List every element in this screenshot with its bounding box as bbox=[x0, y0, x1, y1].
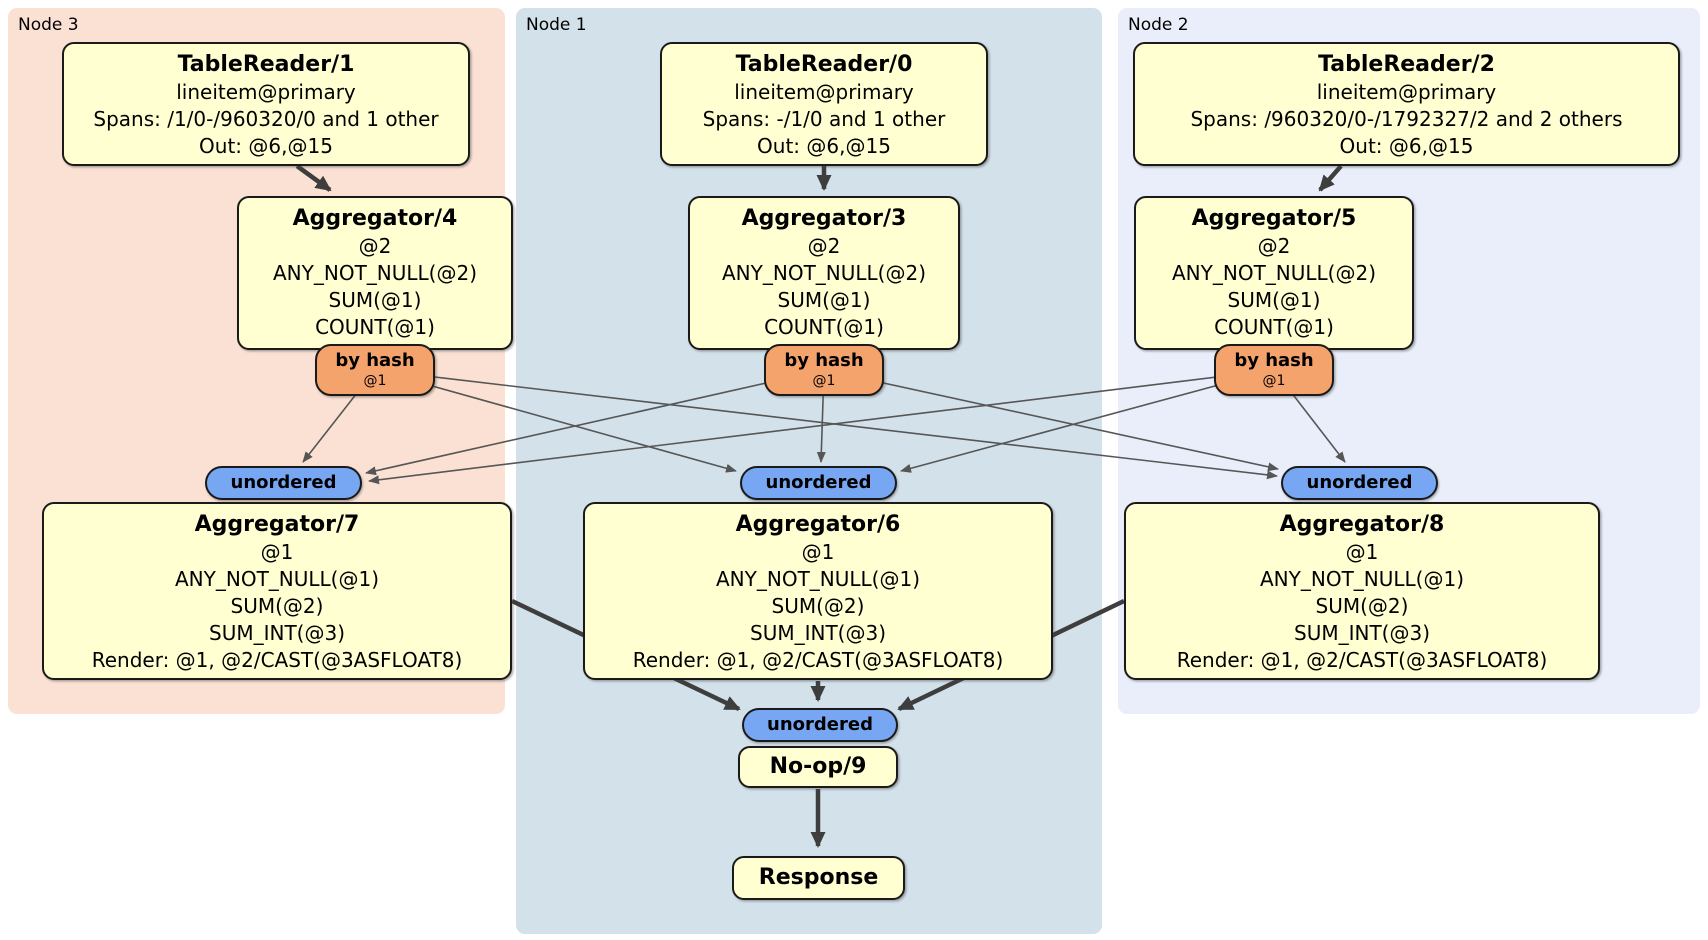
processor-detail: COUNT(@1) bbox=[1214, 315, 1334, 339]
router-detail: @1 bbox=[1262, 373, 1286, 389]
processor-title: TableReader/1 bbox=[177, 52, 355, 77]
processor-title: Aggregator/7 bbox=[194, 512, 360, 537]
processor-aggregator-6: Aggregator/6 @1 ANY_NOT_NULL(@1) SUM(@2)… bbox=[583, 502, 1053, 680]
processor-title: Response bbox=[758, 865, 879, 890]
processor-detail: ANY_NOT_NULL(@2) bbox=[273, 261, 477, 285]
processor-detail: ANY_NOT_NULL(@2) bbox=[1172, 261, 1376, 285]
processor-aggregator-5: Aggregator/5 @2 ANY_NOT_NULL(@2) SUM(@1)… bbox=[1134, 196, 1414, 350]
processor-detail: Out: @6,@15 bbox=[199, 134, 333, 158]
processor-detail: lineitem@primary bbox=[734, 80, 914, 104]
processor-detail: ANY_NOT_NULL(@2) bbox=[722, 261, 926, 285]
processor-title: Aggregator/4 bbox=[292, 206, 458, 231]
processor-detail: @2 bbox=[1257, 234, 1291, 258]
router-by-hash-node1: by hash @1 bbox=[764, 344, 884, 396]
processor-detail: Spans: /1/0-/960320/0 and 1 other bbox=[93, 107, 439, 131]
stream-label: unordered bbox=[1306, 472, 1413, 493]
processor-detail: lineitem@primary bbox=[1316, 80, 1497, 104]
processor-detail: Render: @1, @2/CAST(@3ASFLOAT8) bbox=[91, 648, 463, 672]
stream-label: unordered bbox=[767, 714, 873, 735]
processor-detail: SUM_INT(@3) bbox=[209, 621, 345, 645]
processor-detail: SUM_INT(@3) bbox=[750, 621, 886, 645]
processor-detail: SUM(@1) bbox=[777, 288, 871, 312]
router-to-stream-edges bbox=[302, 369, 1346, 485]
processor-title: TableReader/0 bbox=[735, 52, 913, 77]
processor-detail: SUM(@1) bbox=[328, 288, 422, 312]
router-label: by hash bbox=[335, 350, 415, 371]
router-by-hash-node2: by hash @1 bbox=[1214, 344, 1334, 396]
processor-detail: lineitem@primary bbox=[176, 80, 356, 104]
processor-detail: ANY_NOT_NULL(@1) bbox=[1260, 567, 1464, 591]
stream-unordered-node1: unordered bbox=[740, 466, 897, 500]
processor-detail: Render: @1, @2/CAST(@3ASFLOAT8) bbox=[632, 648, 1004, 672]
processor-title: No-op/9 bbox=[769, 754, 867, 779]
processor-tablereader-2: TableReader/2 lineitem@primary Spans: /9… bbox=[1133, 42, 1680, 166]
processor-detail: SUM(@2) bbox=[230, 594, 324, 618]
processor-detail: SUM(@2) bbox=[771, 594, 865, 618]
processor-title: Aggregator/3 bbox=[741, 206, 907, 231]
stream-label: unordered bbox=[230, 472, 337, 493]
processor-detail: ANY_NOT_NULL(@1) bbox=[716, 567, 920, 591]
processor-response: Response bbox=[732, 856, 905, 900]
processor-detail: Spans: -/1/0 and 1 other bbox=[702, 107, 946, 131]
processor-detail: COUNT(@1) bbox=[315, 315, 435, 339]
processor-detail: @1 bbox=[801, 540, 835, 564]
node-group-1-label: Node 1 bbox=[526, 15, 587, 35]
router-detail: @1 bbox=[363, 373, 387, 389]
processor-detail: @2 bbox=[807, 234, 841, 258]
processor-detail: SUM(@2) bbox=[1315, 594, 1409, 618]
processor-detail: @1 bbox=[260, 540, 294, 564]
processor-title: Aggregator/8 bbox=[1279, 512, 1445, 537]
processor-detail: Out: @6,@15 bbox=[757, 134, 891, 158]
processor-tablereader-0: TableReader/0 lineitem@primary Spans: -/… bbox=[660, 42, 988, 166]
processor-detail: SUM(@1) bbox=[1227, 288, 1321, 312]
router-by-hash-node3: by hash @1 bbox=[315, 344, 435, 396]
processor-aggregator-4: Aggregator/4 @2 ANY_NOT_NULL(@2) SUM(@1)… bbox=[237, 196, 513, 350]
router-label: by hash bbox=[784, 350, 864, 371]
stream-unordered-node2: unordered bbox=[1281, 466, 1438, 500]
processor-detail: Out: @6,@15 bbox=[1339, 134, 1474, 158]
processor-title: Aggregator/6 bbox=[735, 512, 901, 537]
processor-aggregator-7: Aggregator/7 @1 ANY_NOT_NULL(@1) SUM(@2)… bbox=[42, 502, 512, 680]
router-detail: @1 bbox=[812, 373, 836, 389]
processor-aggregator-8: Aggregator/8 @1 ANY_NOT_NULL(@1) SUM(@2)… bbox=[1124, 502, 1600, 680]
processor-detail: Render: @1, @2/CAST(@3ASFLOAT8) bbox=[1176, 648, 1548, 672]
stream-label: unordered bbox=[765, 472, 872, 493]
processor-no-op-9: No-op/9 bbox=[738, 746, 898, 788]
processor-title: Aggregator/5 bbox=[1191, 206, 1357, 231]
processor-detail: COUNT(@1) bbox=[764, 315, 884, 339]
node-group-3-label: Node 3 bbox=[18, 15, 79, 35]
processor-detail: @2 bbox=[358, 234, 392, 258]
router-label: by hash bbox=[1234, 350, 1314, 371]
processor-detail: Spans: /960320/0-/1792327/2 and 2 others bbox=[1190, 107, 1623, 131]
processor-aggregator-3: Aggregator/3 @2 ANY_NOT_NULL(@2) SUM(@1)… bbox=[688, 196, 960, 350]
processor-detail: @1 bbox=[1345, 540, 1379, 564]
node-group-2-label: Node 2 bbox=[1128, 15, 1189, 35]
processor-detail: ANY_NOT_NULL(@1) bbox=[175, 567, 379, 591]
stream-unordered-node3: unordered bbox=[205, 466, 362, 500]
processor-title: TableReader/2 bbox=[1318, 52, 1495, 77]
processor-detail: SUM_INT(@3) bbox=[1294, 621, 1430, 645]
stream-unordered-final: unordered bbox=[742, 708, 898, 742]
processor-tablereader-1: TableReader/1 lineitem@primary Spans: /1… bbox=[62, 42, 470, 166]
